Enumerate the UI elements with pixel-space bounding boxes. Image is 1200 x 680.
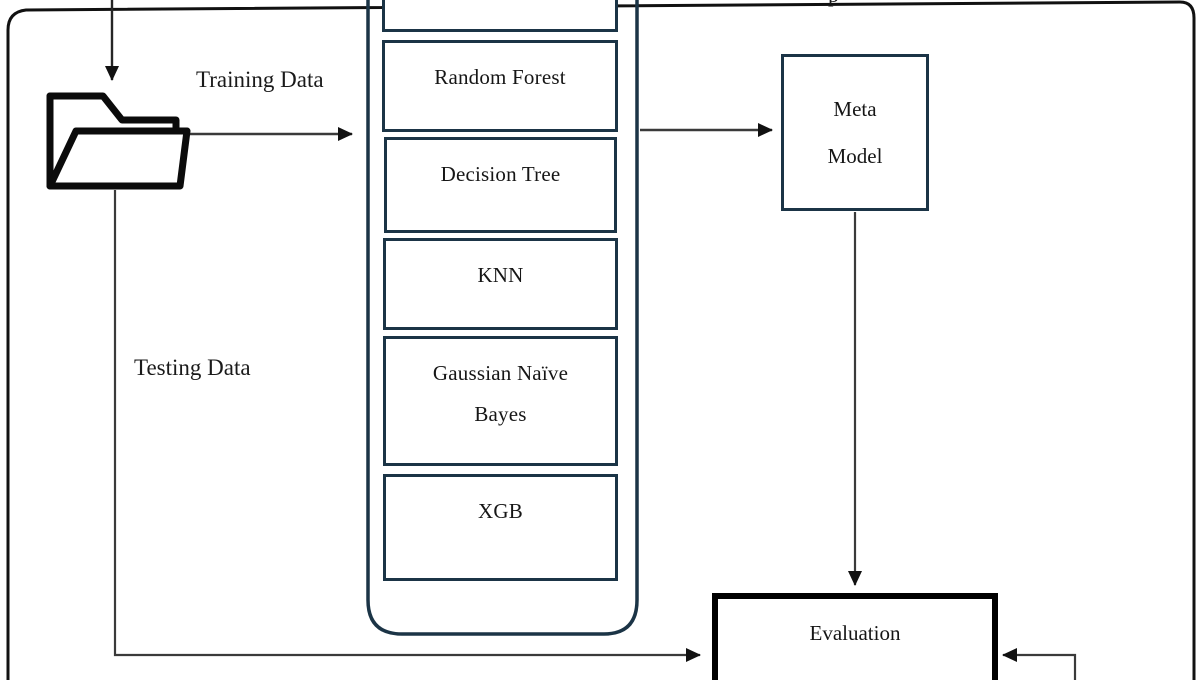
model-box-decision-tree[interactable]: Decision Tree	[384, 137, 617, 233]
meta-model-label-line2: Model	[827, 143, 883, 168]
model-box-xgb[interactable]: XGB	[383, 474, 618, 581]
edge-folder-to-eval	[113, 190, 701, 662]
meta-model-box[interactable]: Meta Model	[781, 54, 929, 211]
model-label-xgb: XGB	[478, 499, 523, 523]
flow-label-testing-data: Testing Data	[134, 355, 251, 380]
model-box-knn[interactable]: KNN	[383, 238, 618, 330]
folder-icon	[46, 92, 191, 190]
clipped-heading-fragment: p	[828, 0, 839, 8]
model-box-model-top-cut[interactable]	[382, 0, 618, 32]
model-label-knn: KNN	[477, 263, 524, 287]
evaluation-box[interactable]: Evaluation	[712, 593, 998, 680]
model-label-decision-tree: Decision Tree	[440, 162, 561, 186]
model-box-gaussian-naive-bayes[interactable]: Gaussian Naïve Bayes	[383, 336, 618, 466]
model-label-random-forest: Random Forest	[434, 65, 566, 89]
model-box-random-forest[interactable]: Random Forest	[382, 40, 618, 132]
base-model-stack-container	[366, 0, 639, 636]
model-label-gaussian-naive-bayes: Gaussian Naïve Bayes	[432, 361, 569, 426]
evaluation-label: Evaluation	[809, 621, 901, 645]
meta-model-label-line1: Meta	[833, 97, 877, 122]
flow-label-training-data: Training Data	[196, 67, 324, 92]
edge-feedback-to-eval	[1002, 648, 1077, 680]
